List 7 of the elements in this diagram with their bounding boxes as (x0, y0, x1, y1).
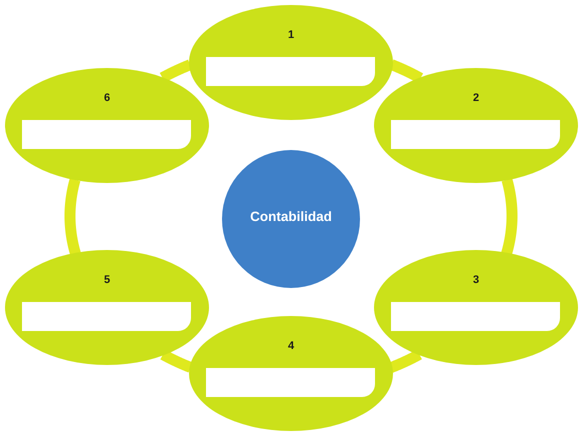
number-label: 3 (472, 274, 480, 287)
number-label: 5 (104, 274, 110, 287)
number-label: 1 (288, 29, 294, 42)
number-label: 6 (104, 92, 110, 105)
number-label: 4 (288, 340, 294, 353)
number-label: 2 (472, 92, 480, 105)
circle-label: Contabilidad (250, 209, 332, 225)
